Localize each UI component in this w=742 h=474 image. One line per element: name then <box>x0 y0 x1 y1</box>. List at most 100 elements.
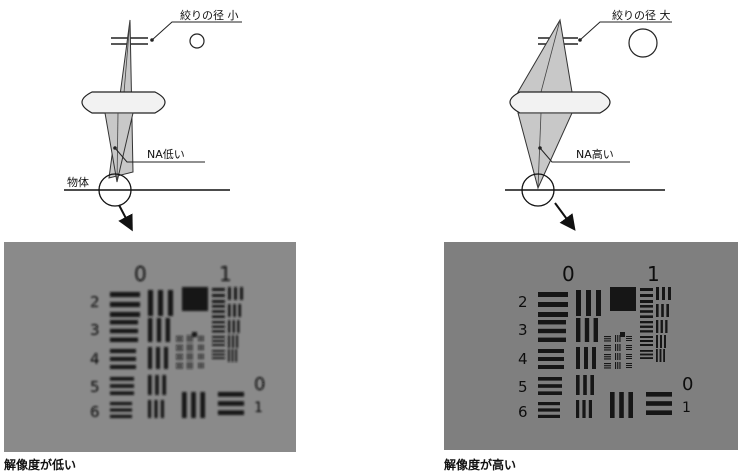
target-horizontal-bar <box>110 377 134 381</box>
target-horizontal-bar <box>212 350 225 352</box>
target-vertical-bar <box>187 335 189 342</box>
target-element-number: 5 <box>90 378 100 396</box>
target-vertical-bar <box>659 349 662 362</box>
left-focus-circle <box>98 173 132 207</box>
target-horizontal-bar <box>212 288 225 291</box>
right-light-cone-lower <box>517 112 573 190</box>
target-vertical-bar <box>191 362 193 369</box>
target-vertical-bar <box>617 344 619 351</box>
target-horizontal-bar <box>110 384 134 388</box>
right-na-leader <box>539 147 630 163</box>
target-horizontal-bar <box>110 349 136 353</box>
target-horizontal-bar <box>604 345 611 347</box>
target-vertical-bar <box>228 287 231 300</box>
target-vertical-bar <box>617 335 619 342</box>
target-horizontal-bar <box>176 354 183 356</box>
target-vertical-bar <box>656 320 659 333</box>
target-horizontal-bar <box>212 294 225 297</box>
target-vertical-bar <box>187 353 189 360</box>
target-group-number: 0 <box>562 262 575 286</box>
target-group-number: 0 <box>254 374 265 395</box>
target-group-number: 1 <box>254 400 263 416</box>
right-optics-schematic: 絞りの径 大 NA高い <box>505 8 672 231</box>
target-vertical-bar <box>656 287 659 300</box>
target-group-number: 1 <box>682 400 691 416</box>
target-horizontal-bar <box>198 347 204 348</box>
target-vertical-bar <box>664 335 666 348</box>
target-vertical-bar <box>165 318 170 342</box>
left-aperture-leader <box>151 21 242 41</box>
target-vertical-bar <box>660 320 663 333</box>
target-horizontal-bar <box>604 363 611 365</box>
target-vertical-bar <box>232 335 234 348</box>
target-vertical-bar <box>155 375 159 395</box>
target-vertical-bar <box>238 304 241 317</box>
target-horizontal-bar <box>604 354 611 356</box>
target-vertical-bar <box>191 392 196 418</box>
target-horizontal-bar <box>176 340 183 342</box>
target-vertical-bar <box>590 375 594 395</box>
target-group-number: 1 <box>647 262 660 286</box>
target-horizontal-bar <box>198 345 204 346</box>
target-horizontal-bar <box>640 315 653 318</box>
target-horizontal-bar <box>176 347 183 349</box>
target-vertical-bar <box>656 349 658 362</box>
target-vertical-bar <box>584 347 588 369</box>
target-vertical-bar <box>592 347 596 369</box>
target-horizontal-bar <box>626 338 632 339</box>
target-vertical-bar <box>615 353 617 360</box>
target-vertical-bar <box>628 392 633 418</box>
target-vertical-bar <box>584 318 590 342</box>
target-group-number: 0 <box>134 262 147 286</box>
target-vertical-bar <box>662 287 665 300</box>
target-vertical-bar <box>156 318 162 342</box>
left-aperture-size-circle <box>189 33 205 49</box>
target-horizontal-bar <box>212 305 225 308</box>
target-vertical-bar <box>668 287 671 300</box>
target-horizontal-bar <box>640 350 653 352</box>
target-horizontal-bar <box>176 367 183 369</box>
target-horizontal-bar <box>212 315 225 318</box>
target-horizontal-bar <box>640 353 653 356</box>
target-horizontal-bar <box>110 312 140 317</box>
target-vertical-bar <box>189 344 191 351</box>
target-vertical-bar <box>660 335 662 348</box>
target-vertical-bar <box>148 347 152 369</box>
target-vertical-bar <box>182 392 187 418</box>
target-horizontal-bar <box>176 338 183 340</box>
target-horizontal-bar <box>604 340 611 342</box>
target-horizontal-bar <box>110 292 140 297</box>
target-horizontal-bar <box>212 336 225 338</box>
left-light-cone-lower <box>104 112 134 183</box>
target-horizontal-bar <box>604 336 611 338</box>
target-horizontal-bar <box>538 349 564 353</box>
target-horizontal-bar <box>626 358 632 359</box>
target-horizontal-bar <box>212 325 225 328</box>
target-vertical-bar <box>586 290 591 316</box>
right-aperture-label: 絞りの径 大 <box>612 8 671 22</box>
target-vertical-bar <box>191 353 193 360</box>
target-vertical-bar <box>619 392 624 418</box>
target-horizontal-bar <box>640 305 653 308</box>
target-vertical-bar <box>576 290 581 316</box>
target-group-number: 1 <box>219 262 232 286</box>
target-horizontal-bar <box>110 328 138 334</box>
right-cone-axis <box>540 19 561 93</box>
target-vertical-bar <box>234 287 237 300</box>
target-horizontal-bar <box>176 345 183 347</box>
left-zoom-arrow <box>118 204 133 232</box>
target-horizontal-bar <box>626 365 632 366</box>
target-vertical-bar <box>228 320 231 333</box>
target-tiny-square <box>620 332 625 337</box>
target-element-number: 2 <box>90 293 100 311</box>
target-vertical-bar <box>240 287 243 300</box>
target-horizontal-bar <box>538 312 568 317</box>
target-horizontal-bar <box>198 336 204 337</box>
target-horizontal-bar <box>198 363 204 364</box>
target-tiny-square <box>192 332 197 337</box>
left-cone-axis-lower <box>116 112 119 183</box>
target-horizontal-bar <box>198 349 204 350</box>
target-horizontal-bar <box>176 349 183 351</box>
